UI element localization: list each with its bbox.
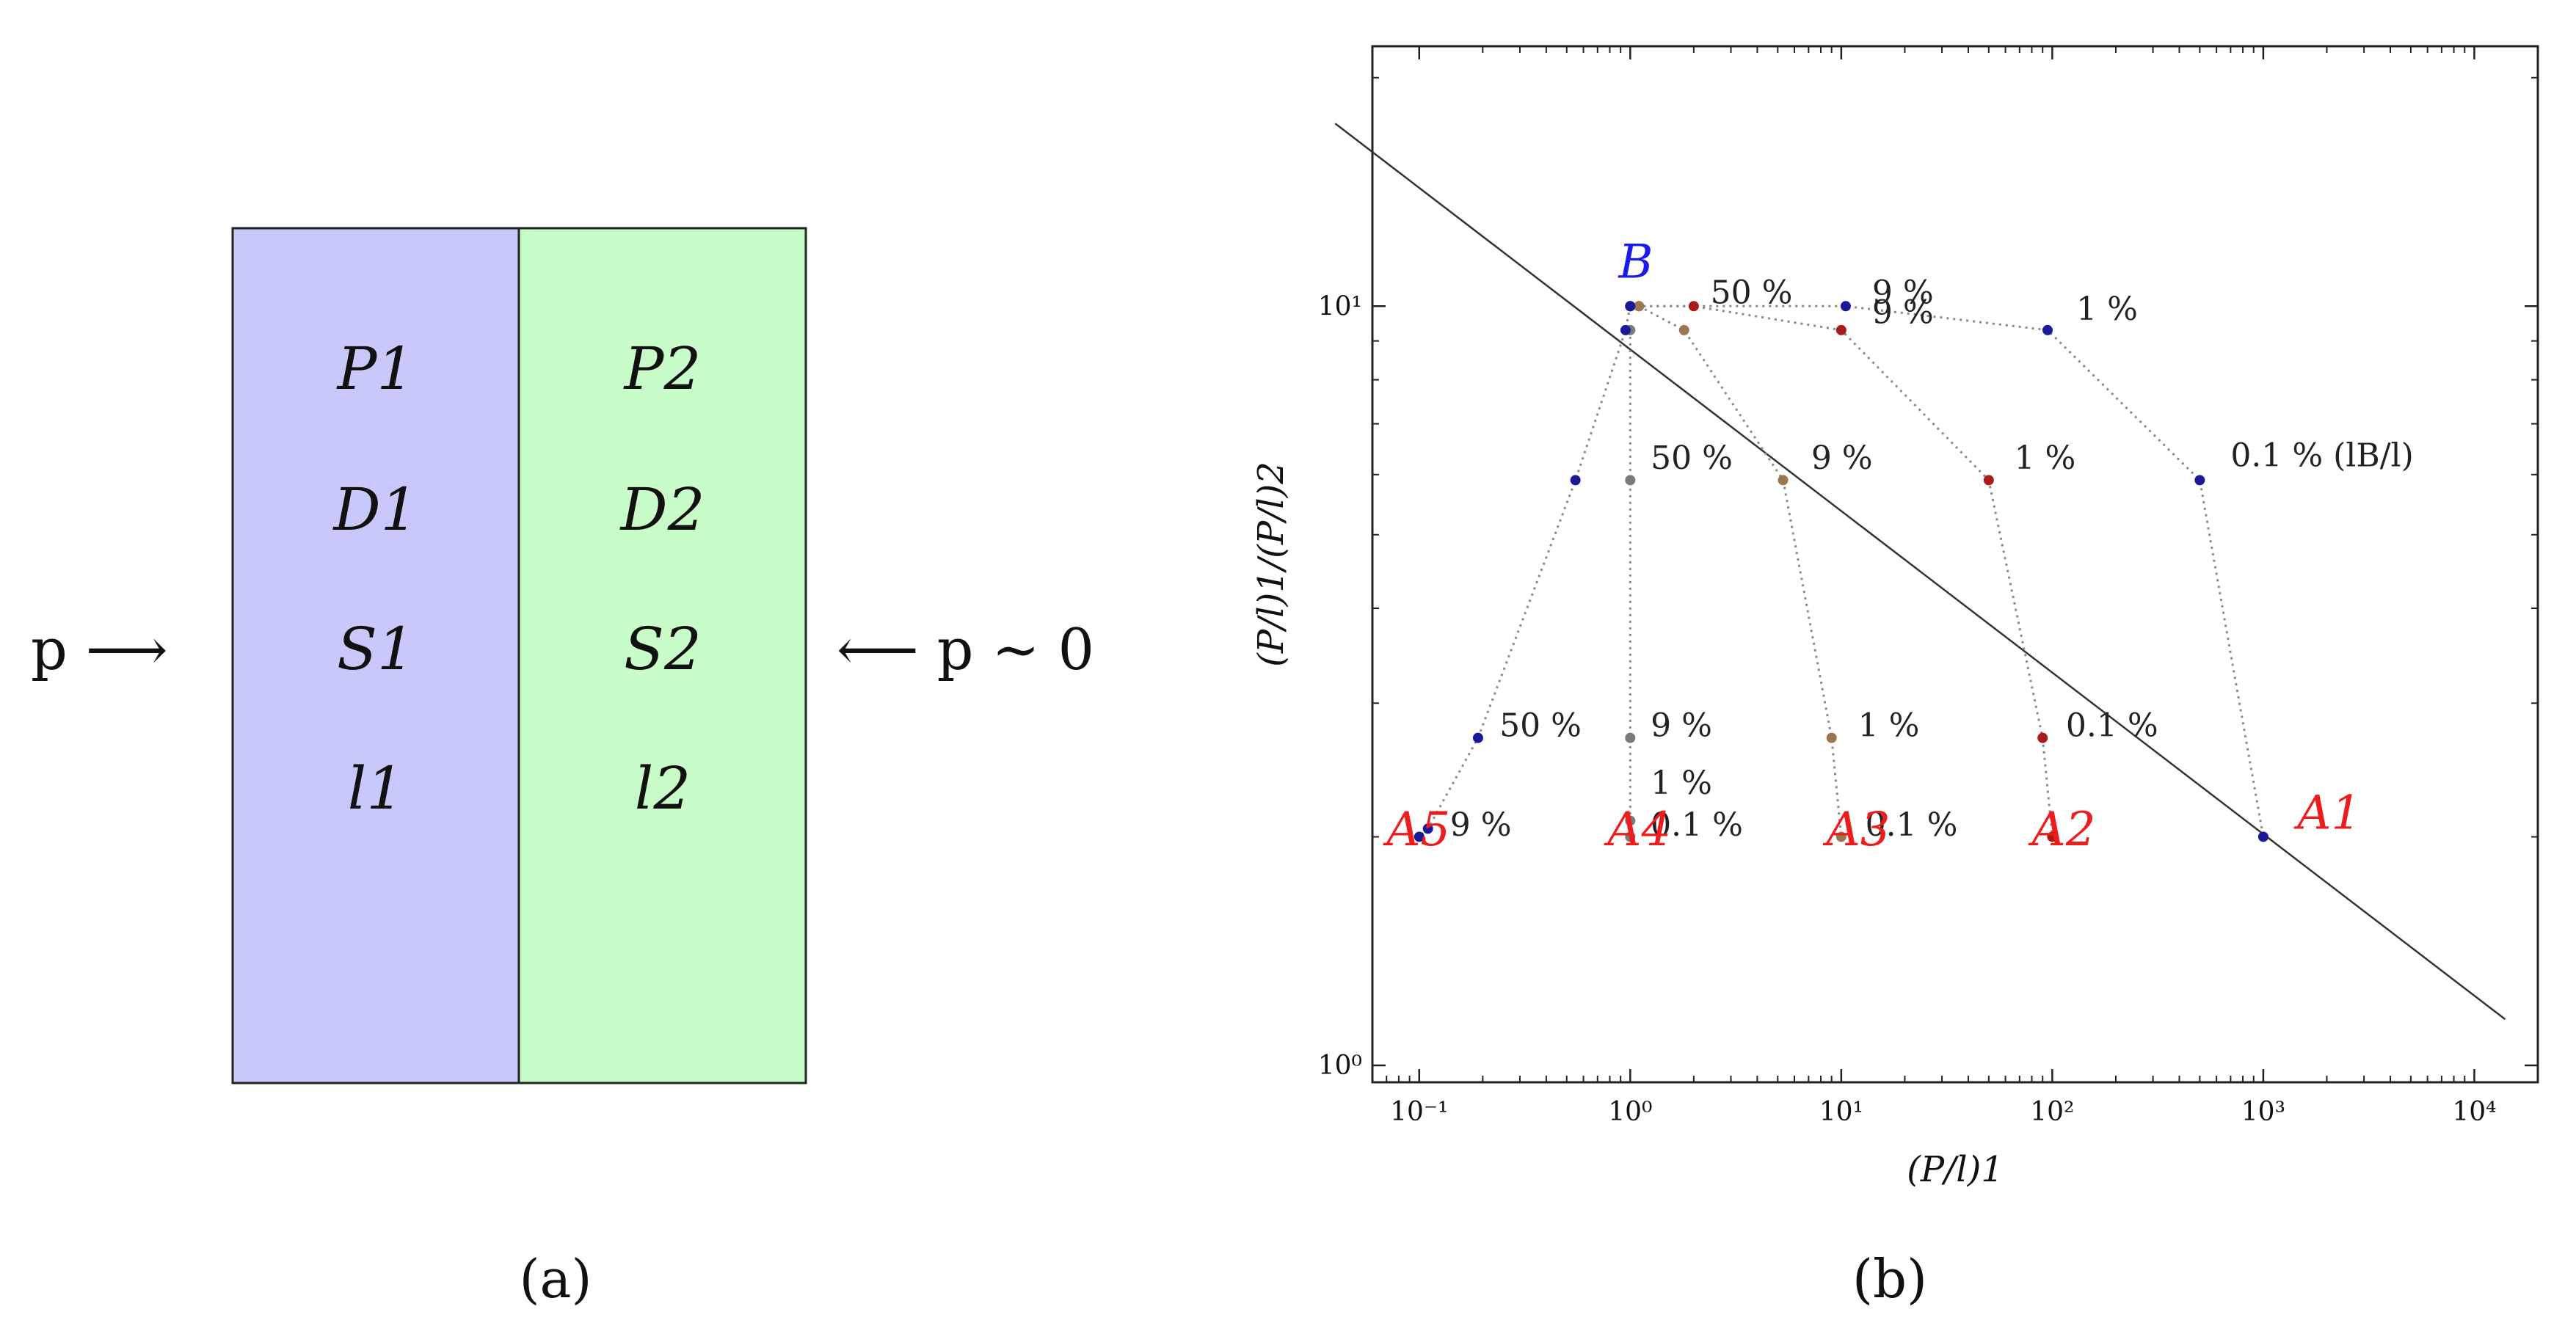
data-point xyxy=(1688,301,1699,312)
data-point xyxy=(2194,475,2205,486)
point-label: 1 % xyxy=(2076,291,2138,328)
layer-1-prop-3: S1 xyxy=(337,615,415,683)
x-tick-label: 10⁰ xyxy=(1608,1097,1652,1127)
layer-2-rect xyxy=(517,227,807,1084)
layer-1-prop-4: l1 xyxy=(348,754,404,823)
named-point-label: B xyxy=(1618,236,1653,290)
x-tick-label: 10² xyxy=(2030,1097,2074,1127)
data-point xyxy=(1678,324,1689,335)
named-point-label: A4 xyxy=(1604,803,1671,857)
layer-1-prop-2: D1 xyxy=(332,475,418,544)
x-axis-label: (P/l)1 xyxy=(1907,1149,2004,1190)
y-ticks: 10⁰ 10¹ xyxy=(1318,76,2538,1081)
data-point xyxy=(1620,324,1631,335)
data-point xyxy=(2257,831,2268,842)
data-point xyxy=(1472,732,1483,743)
y-tick-label: 10¹ xyxy=(1318,291,1362,321)
named-point-label: A5 xyxy=(1383,803,1450,857)
named-point-label: A3 xyxy=(1823,803,1891,857)
point-label: 1 % xyxy=(2014,440,2075,477)
panel-a: P1 D1 S1 l1 P2 D2 S2 l2 p ⟶ ⟵ p ∼ 0 (a) xyxy=(31,227,1094,1310)
data-point xyxy=(1983,475,1994,486)
layer-2-prop-1: P2 xyxy=(623,335,702,403)
data-point xyxy=(1413,831,1425,842)
layer-2-prop-4: l2 xyxy=(635,754,691,823)
x-tick-label: 10⁴ xyxy=(2452,1097,2496,1127)
layer-2-prop-2: D2 xyxy=(619,475,705,544)
data-point xyxy=(2047,831,2058,842)
reference-line xyxy=(1334,123,2506,1021)
data-point xyxy=(1625,831,1636,842)
y-axis-label: (P/l)1/(P/l)2 xyxy=(1251,462,1292,667)
point-label: 0.1 % (lB/l) xyxy=(2230,437,2413,474)
point-label: 0.1 % xyxy=(1866,806,1958,844)
data-point xyxy=(1625,732,1636,743)
layer-1-rect xyxy=(231,227,520,1084)
data-point xyxy=(1840,301,1851,312)
data-point xyxy=(1835,324,1847,335)
point-label: 50 % xyxy=(1651,440,1733,477)
data-point xyxy=(2037,732,2048,743)
point-label: 9 % xyxy=(1811,440,1873,477)
point-label: 1 % xyxy=(1858,707,1920,744)
point-label: 50 % xyxy=(1499,707,1582,744)
x-tick-label: 10⁻¹ xyxy=(1390,1097,1448,1127)
permeate-pressure-label: ⟵ p ∼ 0 xyxy=(837,617,1094,683)
point-label: 9 % xyxy=(1872,293,1934,331)
point-label: 50 % xyxy=(1711,274,1793,312)
point-label: 0.1 % xyxy=(2066,707,2158,744)
data-point xyxy=(1835,831,1847,842)
data-point xyxy=(1625,815,1636,826)
point-label: 9 % xyxy=(1872,274,1934,312)
caption-a: (a) xyxy=(519,1248,592,1310)
data-point xyxy=(1778,475,1789,486)
point-label: 0.1 % xyxy=(1651,806,1743,844)
data-point xyxy=(1625,475,1636,486)
data-point xyxy=(1625,301,1636,312)
x-tick-label: 10¹ xyxy=(1819,1097,1863,1127)
data-point xyxy=(1634,301,1645,312)
layer-2-prop-3: S2 xyxy=(624,615,702,683)
feed-pressure-label: p ⟶ xyxy=(31,617,168,683)
series-curve xyxy=(1630,305,2265,837)
named-point-label: A1 xyxy=(2293,786,2361,840)
point-label: 1 % xyxy=(1651,765,1712,802)
y-tick-label: 10⁰ xyxy=(1318,1051,1362,1081)
caption-b: (b) xyxy=(1852,1248,1927,1310)
series-curve xyxy=(1418,306,1631,838)
panel-b: 10⁻¹ 10⁰ 10¹ 10² 10³ 10⁴ 10⁰ 10¹ 50 % 9 % 1 % 0.1… xyxy=(1251,45,2539,1310)
named-point-label: A2 xyxy=(2029,803,2096,857)
data-point xyxy=(1826,732,1837,743)
series-curve xyxy=(1630,305,2053,837)
point-label: 9 % xyxy=(1651,707,1712,744)
x-ticks: 10⁻¹ 10⁰ 10¹ 10² 10³ 10⁴ xyxy=(1386,46,2539,1127)
series-curve xyxy=(1638,305,1843,837)
x-tick-label: 10³ xyxy=(2241,1097,2285,1127)
plot-area: 50 % 9 % 1 % 0.1 % (lB/l) 9 % 1 % 0.1 % 9 % 1 % 0… xyxy=(1334,123,2506,1021)
point-label: 9 % xyxy=(1450,806,1512,844)
layer-1-prop-1: P1 xyxy=(336,335,415,403)
data-point xyxy=(1422,823,1433,834)
data-point xyxy=(2042,324,2053,335)
data-point xyxy=(1570,475,1581,486)
plot-frame xyxy=(1371,45,2539,1084)
